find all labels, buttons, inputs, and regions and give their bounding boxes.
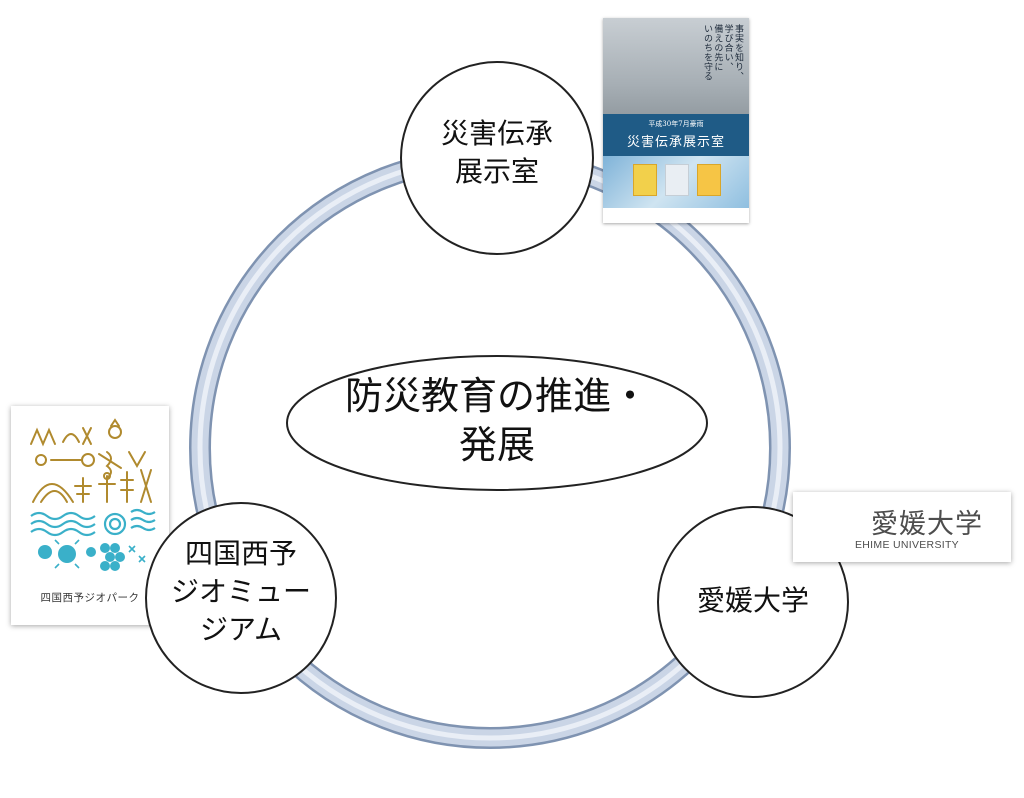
node-label-top: 災害伝承 展示室 (402, 115, 592, 191)
node-circle-top (400, 61, 594, 255)
university-logo-name-en: EHIME UNIVERSITY (855, 539, 959, 551)
node-label-left-line1: 四国西予 (184, 537, 297, 570)
university-logo-card: 愛媛大学 EHIME UNIVERSITY (793, 492, 1011, 562)
center-ellipse (286, 355, 708, 491)
poster-footer (603, 208, 749, 223)
poster-title-band: 平成30年7月豪雨 災害伝承展示室 (603, 114, 749, 156)
node-label-top-line2: 展示室 (454, 154, 539, 188)
poster-flag-graphic (697, 164, 721, 196)
node-label-right: 愛媛大学 (658, 582, 848, 620)
exhibition-poster-image: 事実を知り、 学び合い、 備えの先に いのちを守る 平成30年7月豪雨 災害伝承… (603, 18, 749, 223)
poster-flag-graphic (633, 164, 657, 196)
poster-headline: 事実を知り、 学び合い、 備えの先に いのちを守る (702, 24, 743, 81)
poster-headline-col2: 学び合い、 (722, 24, 733, 72)
center-label-line1: 防災教育の推進・ (344, 374, 649, 418)
poster-band-subtitle: 平成30年7月豪雨 (648, 120, 704, 128)
poster-flag-graphic (665, 164, 689, 196)
node-label-left: 四国西予 ジオミュー ジアム (146, 535, 336, 648)
node-circle-left (145, 502, 337, 694)
center-label-line2: 発展 (458, 423, 535, 468)
poster-headline-col3: 備えの先に (712, 24, 723, 72)
poster-photo (603, 18, 749, 130)
node-label-left-line3: ジアム (199, 612, 283, 646)
center-label: 防災教育の推進・ 発展 (300, 372, 694, 471)
node-label-top-line1: 災害伝承 (440, 117, 553, 150)
poster-headline-col1: 事実を知り、 (733, 24, 743, 81)
poster-headline-col4: いのちを守る (701, 24, 712, 81)
poster-band-title: 災害伝承展示室 (626, 135, 725, 150)
node-label-right-line1: 愛媛大学 (696, 584, 809, 617)
university-logo-name-jp: 愛媛大学 (871, 509, 983, 540)
node-label-left-line2: ジオミュー (170, 574, 311, 608)
geopark-logo-art (30, 418, 156, 571)
